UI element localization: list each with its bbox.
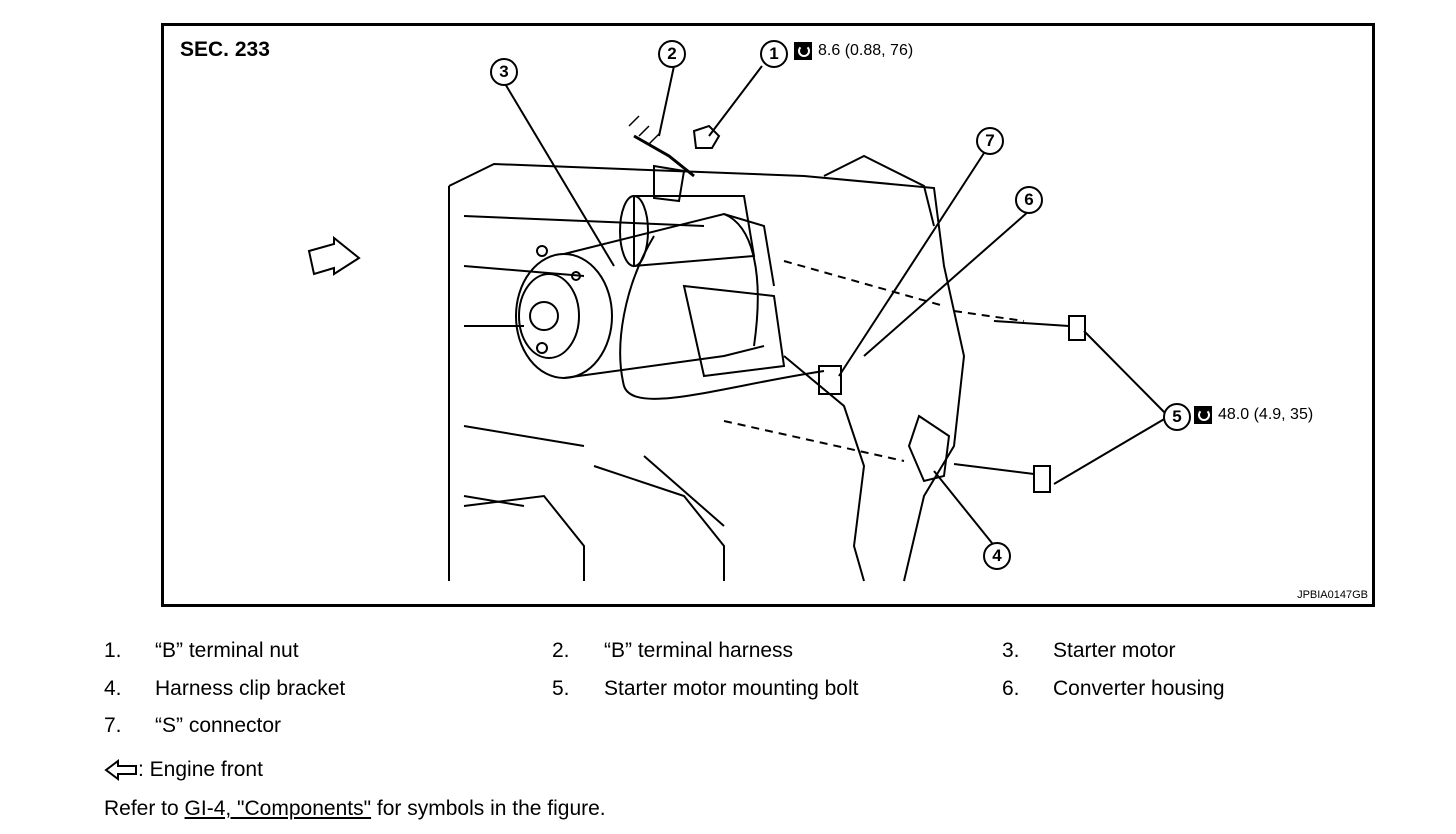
engine-front-label: : Engine front (138, 758, 263, 781)
torque-wrench-icon (794, 42, 812, 60)
callout-6: 6 (1015, 186, 1043, 214)
engine-front-note: : Engine front (104, 758, 263, 782)
torque-value-1: 8.6 (0.88, 76) (818, 42, 914, 59)
refer-suffix: for symbols in the figure. (371, 797, 606, 820)
engine-front-arrow-icon (104, 759, 137, 781)
torque-spec-1: 8.6 (0.88, 76) (794, 42, 913, 60)
callout-3: 3 (490, 58, 518, 86)
callout-7: 7 (976, 127, 1004, 155)
callout-2: 2 (658, 40, 686, 68)
torque-value-5: 48.0 (4.9, 35) (1218, 406, 1314, 423)
starter-motor-drawing (307, 65, 1167, 582)
callout-5: 5 (1163, 403, 1191, 431)
section-title: SEC. 233 (180, 38, 270, 61)
torque-wrench-icon (1194, 406, 1212, 424)
figure-frame: SEC. 233 JPBIA0147GB 1 2 3 7 6 5 4 8.6 (… (161, 23, 1375, 607)
refer-prefix: Refer to (104, 797, 185, 820)
torque-spec-5: 48.0 (4.9, 35) (1194, 406, 1313, 424)
components-link[interactable]: GI-4, "Components" (184, 797, 372, 820)
refer-note: Refer to GI-4, "Components" for symbols … (104, 797, 606, 821)
callout-4: 4 (983, 542, 1011, 570)
callout-1: 1 (760, 40, 788, 68)
figure-id: JPBIA0147GB (1297, 589, 1368, 601)
